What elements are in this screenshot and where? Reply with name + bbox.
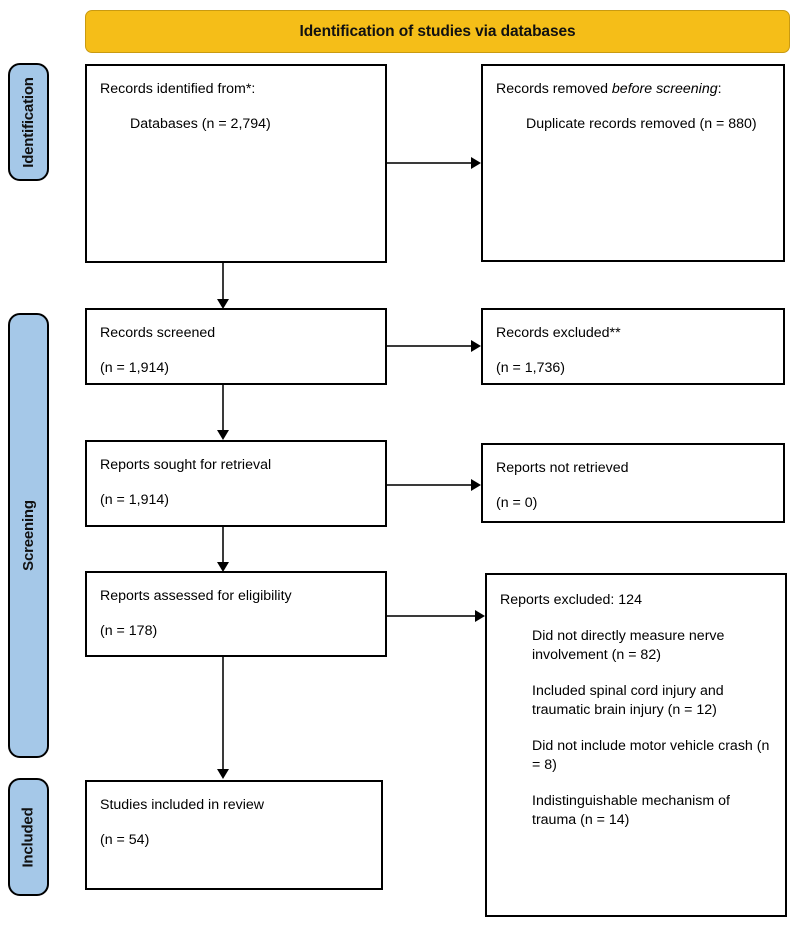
duplicate-records-removed: Duplicate records removed (n = 880) <box>526 116 757 133</box>
studies-included-label: Studies included in review <box>100 797 265 813</box>
box-records-excluded: Records excluded** (n = 1,736) <box>481 308 785 385</box>
exclusion-reason: Indistinguishable mechanism of trauma (n… <box>532 793 730 828</box>
exclusion-reason: Did not directly measure nerve involveme… <box>532 628 725 663</box>
records-excluded-label: Records excluded** <box>496 325 621 341</box>
reports-sought-count: (n = 1,914) <box>100 492 170 509</box>
reports-not-retrieved-count: (n = 0) <box>496 495 538 512</box>
phase-banner: Identification of studies via databases <box>85 10 790 53</box>
stage-label-included: Included <box>20 806 38 868</box>
records-screened-label: Records screened <box>100 325 216 341</box>
arrow-identified-to-screened <box>217 263 229 309</box>
stage-pill-screening: Screening <box>8 313 49 758</box>
box-studies-included-in-review: Studies included in review (n = 54) <box>85 780 383 890</box>
arrow-assessed-to-reports-excluded <box>387 610 485 622</box>
stage-label-identification: Identification <box>20 76 38 168</box>
arrow-sought-to-not-retrieved <box>387 479 481 491</box>
records-removed-heading-italic: before screening <box>611 81 718 97</box>
arrow-sought-to-assessed <box>217 527 229 572</box>
records-identified-databases: Databases (n = 2,794) <box>130 116 271 133</box>
studies-included-count: (n = 54) <box>100 832 150 849</box>
box-reports-not-retrieved: Reports not retrieved (n = 0) <box>481 443 785 523</box>
reports-assessed-label: Reports assessed for eligibility <box>100 588 292 604</box>
records-removed-heading-pre: Records removed <box>496 81 612 97</box>
box-reports-excluded-with-reasons: Reports excluded: 124 Did not directly m… <box>485 573 787 917</box>
box-records-screened: Records screened (n = 1,914) <box>85 308 387 385</box>
arrow-identified-to-removed <box>387 157 481 169</box>
arrow-screened-to-excluded <box>387 340 481 352</box>
exclusion-reason: Did not include motor vehicle crash (n =… <box>532 738 770 773</box>
box-reports-assessed-for-eligibility: Reports assessed for eligibility (n = 17… <box>85 571 387 657</box>
records-identified-line1: Records identified from*: <box>100 81 256 97</box>
box-reports-sought-for-retrieval: Reports sought for retrieval (n = 1,914) <box>85 440 387 527</box>
stage-pill-included: Included <box>8 778 49 896</box>
arrow-screened-to-sought <box>217 385 229 440</box>
records-screened-count: (n = 1,914) <box>100 360 170 377</box>
reports-excluded-heading: Reports excluded: 124 <box>500 592 642 608</box>
box-records-identified: Records identified from*: Databases (n =… <box>85 64 387 263</box>
reports-not-retrieved-label: Reports not retrieved <box>496 460 629 476</box>
reports-assessed-count: (n = 178) <box>100 623 158 640</box>
arrow-assessed-to-included <box>217 657 229 779</box>
exclusion-reason: Included spinal cord injury and traumati… <box>532 683 724 718</box>
records-removed-heading: Records removed before screening: <box>496 80 770 98</box>
reports-sought-label: Reports sought for retrieval <box>100 457 272 473</box>
stage-label-screening: Screening <box>20 500 38 571</box>
stage-pill-identification: Identification <box>8 63 49 181</box>
box-records-removed-before-screening: Records removed before screening: Duplic… <box>481 64 785 262</box>
phase-banner-title: Identification of studies via databases <box>299 22 576 40</box>
records-excluded-count: (n = 1,736) <box>496 360 566 377</box>
records-removed-heading-post: : <box>717 81 722 97</box>
